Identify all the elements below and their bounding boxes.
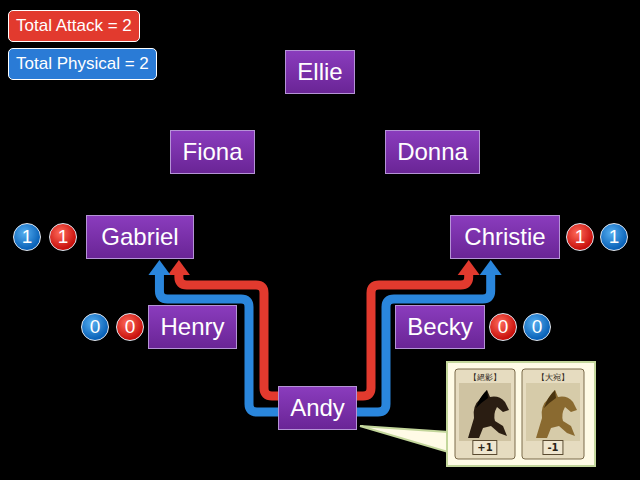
player-box: Andy	[278, 386, 357, 430]
count-circle: 1	[600, 223, 628, 251]
attack-arrow	[148, 260, 278, 412]
player-name: Andy	[279, 387, 356, 429]
player-name: Donna	[386, 131, 479, 173]
card-name: 【大宛】	[522, 372, 584, 383]
horse-card: 【絕影】 +1	[455, 369, 515, 459]
player-box: Gabriel	[86, 215, 194, 259]
card-value: -1	[542, 440, 563, 455]
count-number: 1	[601, 224, 627, 250]
count-circle: 0	[116, 313, 144, 341]
total-text: Total Attack = 2	[9, 11, 139, 41]
card-face	[455, 369, 515, 459]
count-circle: 1	[566, 223, 594, 251]
player-name: Ellie	[286, 51, 354, 93]
count-number: 0	[82, 314, 108, 340]
count-circle: 1	[49, 223, 77, 251]
callout-pointer	[360, 426, 448, 452]
player-box: Henry	[148, 305, 237, 349]
player-box: Christie	[450, 215, 560, 259]
player-name: Becky	[396, 306, 484, 348]
count-circle: 0	[523, 313, 551, 341]
count-number: 1	[50, 224, 76, 250]
player-box: Fiona	[170, 130, 255, 174]
count-circle: 0	[81, 313, 109, 341]
count-number: 0	[117, 314, 143, 340]
player-name: Christie	[451, 216, 559, 258]
count-circle: 1	[13, 223, 41, 251]
total-text: Total Physical = 2	[9, 49, 156, 79]
player-box: Ellie	[285, 50, 355, 94]
count-number: 0	[524, 314, 550, 340]
player-box: Becky	[395, 305, 485, 349]
player-box: Donna	[385, 130, 480, 174]
count-number: 1	[567, 224, 593, 250]
total-badge: Total Attack = 2	[8, 10, 140, 42]
count-number: 0	[490, 314, 516, 340]
card-face	[522, 369, 584, 459]
player-name: Gabriel	[87, 216, 193, 258]
card-name: 【絕影】	[455, 372, 515, 383]
player-name: Henry	[149, 306, 236, 348]
attack-arrow	[357, 260, 502, 412]
count-number: 1	[14, 224, 40, 250]
total-badge: Total Physical = 2	[8, 48, 157, 80]
horse-card: 【大宛】 -1	[522, 369, 584, 459]
player-name: Fiona	[171, 131, 254, 173]
count-circle: 0	[489, 313, 517, 341]
card-value: +1	[472, 440, 497, 455]
callout-box	[447, 362, 595, 466]
